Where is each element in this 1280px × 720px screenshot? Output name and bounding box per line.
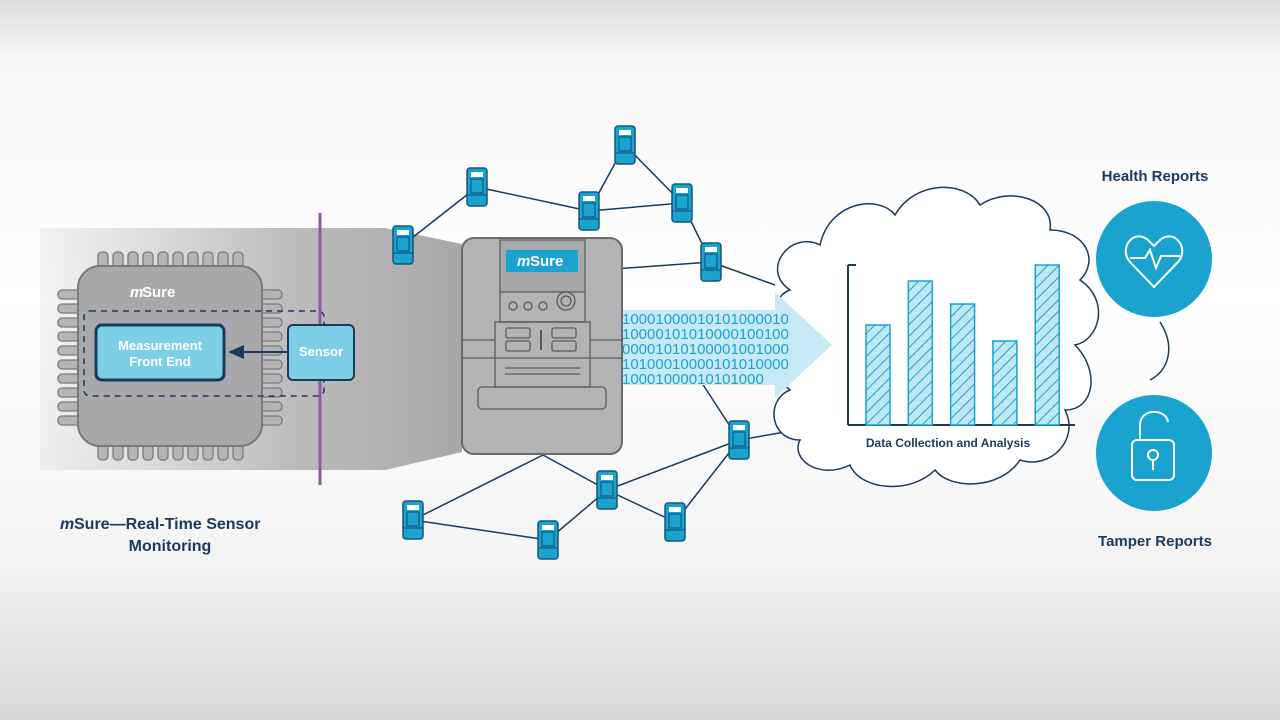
binary-row: 10000101010000100100 [622, 326, 789, 343]
meter-node-icon [671, 183, 693, 223]
chip-brand-prefix: m [130, 284, 143, 301]
bar [865, 324, 891, 426]
caption-line-2: Monitoring [129, 538, 212, 555]
bar-chart: Data Collection and Analysis [847, 264, 1075, 450]
chip-brand: Sure [142, 284, 175, 301]
meter-brand: Sure [530, 253, 563, 270]
front-end-label-2: Front End [129, 354, 190, 369]
smart-meter: m Sure [461, 237, 623, 455]
tamper-reports-label: Tamper Reports [1098, 533, 1212, 550]
chart-label: Data Collection and Analysis [866, 436, 1031, 450]
meter-node-icon [402, 500, 424, 540]
meter-brand-prefix: m [517, 253, 530, 270]
bar [907, 280, 934, 426]
meter-node-icon [578, 191, 600, 231]
dashed-boundary [83, 310, 325, 397]
meter-node-icon [537, 520, 559, 560]
measurement-front-end-block [94, 323, 226, 382]
binary-row: 10001000010101000010 [622, 311, 789, 328]
sensor-label: Sensor [299, 344, 343, 359]
front-end-label-1: Measurement [118, 338, 202, 353]
meter-node-icon [614, 125, 636, 165]
bar [992, 340, 1018, 426]
binary-row: 10100010000101010000 [622, 356, 789, 373]
bar [1034, 264, 1060, 426]
meter-node-icon [596, 470, 618, 510]
meter-node-icon [392, 225, 414, 265]
binary-stream: 1000100001010100001010000101010000100100… [622, 311, 789, 388]
health-reports-label: Health Reports [1102, 168, 1209, 185]
tamper-reports-badge [1096, 395, 1212, 511]
msure-chip: m Sure Measurement Front End [57, 251, 325, 461]
meter-node-icon [728, 420, 750, 460]
heart-pulse-icon [1124, 235, 1184, 289]
caption-line-1: Sure—Real-Time Sensor [74, 516, 260, 533]
open-padlock-icon [1131, 410, 1175, 481]
arrow-head-icon [228, 345, 244, 359]
data-arrow [620, 292, 832, 398]
caption-prefix: m [60, 516, 74, 533]
binary-row: 10001000010101000 [622, 371, 764, 388]
meter-node-icon [700, 242, 722, 282]
bar [949, 303, 976, 426]
meter-node-icon [664, 502, 686, 542]
binary-row: 00001010100001001000 [622, 341, 789, 358]
meter-node-icon [466, 167, 488, 207]
